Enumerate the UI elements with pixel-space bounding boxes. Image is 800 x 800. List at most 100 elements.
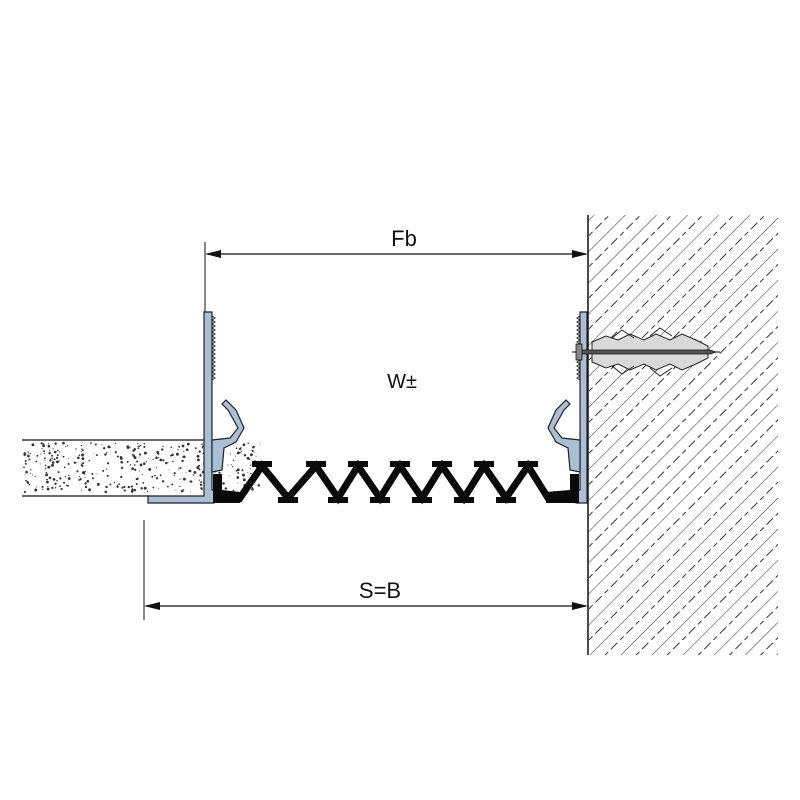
top-dim-left-arrow <box>205 250 221 258</box>
screed-speckle <box>47 465 51 469</box>
screed-speckle <box>25 470 29 474</box>
screed-speckle <box>162 459 165 462</box>
screed-speckle <box>45 473 49 477</box>
screed-speckle <box>185 448 189 452</box>
screed-speckle <box>76 462 78 463</box>
screed-speckle <box>76 470 79 473</box>
screed-speckle <box>31 474 34 476</box>
screed-speckle <box>81 463 83 465</box>
screed-speckle <box>51 454 54 457</box>
bellows-zigzag <box>230 459 558 505</box>
screed-speckle <box>199 483 203 487</box>
screed-speckle <box>44 460 46 462</box>
screed-speckle <box>132 485 134 487</box>
screed-speckle <box>78 476 81 478</box>
screed-speckle <box>49 459 52 462</box>
screed-speckle <box>173 472 176 475</box>
screed-speckle <box>253 451 255 453</box>
screed-speckle <box>51 463 54 467</box>
screed-speckle <box>45 471 48 474</box>
screed-speckle <box>129 447 131 448</box>
screed-speckle <box>46 478 48 481</box>
screed-speckle <box>200 487 203 490</box>
screed-speckle <box>148 458 149 460</box>
screed-speckle <box>162 445 164 448</box>
screed-speckle <box>173 475 175 477</box>
movement-label: W± <box>387 371 417 393</box>
screed-speckle <box>137 447 140 450</box>
screed-speckle <box>84 485 88 489</box>
screed-speckle <box>193 470 197 474</box>
screed-speckle <box>259 443 261 445</box>
screed-speckle <box>24 462 27 465</box>
screed-speckle <box>105 452 108 454</box>
left-profile-body <box>147 311 215 504</box>
screed-speckle <box>180 477 182 479</box>
screed-speckle <box>251 487 254 489</box>
screed-speckle <box>39 463 41 465</box>
screed-speckle <box>135 482 138 486</box>
top-dim-right-arrow <box>572 250 588 258</box>
screed-speckle <box>154 474 156 477</box>
screed-speckle <box>138 456 140 458</box>
screed-speckle <box>55 460 59 464</box>
screed-speckle <box>67 445 69 447</box>
screed-speckle <box>52 448 54 450</box>
screed-speckle <box>65 445 67 448</box>
screed-speckle <box>51 457 54 460</box>
wall-section <box>587 215 778 655</box>
screed-speckle <box>77 457 79 459</box>
screed-speckle <box>103 447 106 450</box>
screed-speckle <box>251 487 254 491</box>
screed-speckle <box>59 477 62 480</box>
screed-speckle <box>182 477 186 481</box>
screed-speckle <box>84 482 87 485</box>
screed-speckle <box>218 471 221 474</box>
screed-speckle <box>242 443 246 447</box>
bellows-bottom-cap <box>370 497 390 503</box>
right-profile <box>546 311 588 504</box>
screed-speckle <box>168 469 170 471</box>
left-profile <box>147 311 245 504</box>
screed-speckle <box>137 442 139 445</box>
screed-speckle <box>182 455 186 458</box>
screed-speckle <box>34 488 38 492</box>
screed-speckle <box>56 479 58 482</box>
bellows-top-cap <box>432 461 452 467</box>
screed-speckle <box>156 450 160 454</box>
bellows-top-cap <box>390 461 410 467</box>
screed-speckle <box>96 482 100 486</box>
screed-speckle <box>67 477 71 480</box>
screed-speckle <box>201 445 204 448</box>
screed-speckle <box>47 486 49 488</box>
screed-speckle <box>131 488 134 491</box>
screed-speckle <box>240 450 242 452</box>
screed-speckle <box>24 459 27 463</box>
screed-speckle <box>93 452 95 454</box>
screed-speckle <box>65 484 68 486</box>
screed-speckle <box>121 486 124 489</box>
bellows-top-cap <box>348 461 368 467</box>
screed-speckle <box>194 447 197 450</box>
screed-speckle <box>131 467 134 471</box>
screed-speckle <box>177 449 179 451</box>
screed-speckle <box>79 478 82 481</box>
top-dimension-label: Fb <box>391 226 417 251</box>
screed-speckle <box>48 476 52 480</box>
screed-speckle <box>136 477 139 481</box>
screed-speckle <box>23 490 26 493</box>
screed-speckle <box>167 461 169 463</box>
screed-speckle <box>88 459 90 462</box>
screed-speckle <box>24 473 26 475</box>
screed-speckle <box>62 455 65 458</box>
bottom-dim-left-arrow <box>144 602 160 610</box>
screed-speckle <box>35 460 38 463</box>
screed-speckle <box>201 447 204 449</box>
screed-speckle <box>106 462 110 465</box>
screed-speckle <box>228 475 230 477</box>
screed-speckle <box>101 443 103 445</box>
screed-speckle <box>57 471 60 474</box>
screed-speckle <box>120 460 123 464</box>
screed-speckle <box>57 449 59 452</box>
screed-speckle <box>126 445 130 449</box>
